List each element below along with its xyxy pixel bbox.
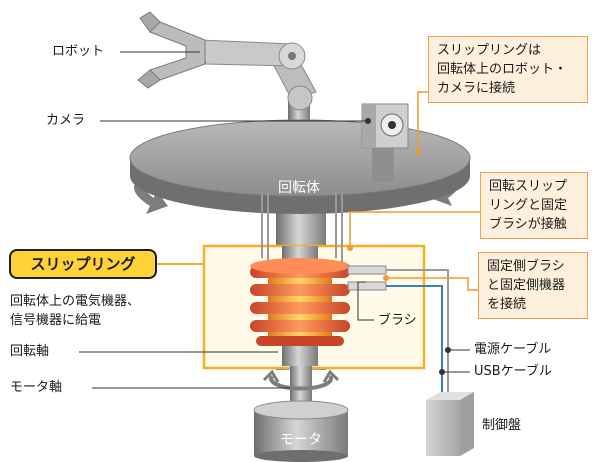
label-control-panel: 制御盤 [482, 418, 522, 433]
note-line: スリップリングは [437, 43, 542, 58]
camera [361, 103, 409, 182]
leader-lines [79, 51, 470, 389]
slip-ring-description: 回転体上の電気機器、 信号機器に給電 [10, 292, 140, 330]
rotor-disc [129, 119, 471, 214]
label-camera: カメラ [46, 113, 86, 128]
motor [253, 400, 349, 462]
note-line: カメラに接続 [437, 81, 516, 96]
note-line: と固定側機器 [487, 278, 566, 293]
note-connectors [349, 91, 480, 291]
label-motor-shaft: モータ軸 [10, 380, 63, 395]
control-panel [426, 392, 474, 456]
note-line: リングと固定 [489, 198, 568, 213]
note-line: を接続 [487, 297, 527, 312]
label-power-cable: 電源ケーブル [474, 342, 552, 357]
note-ring-brush-contact: 回転スリップ リングと固定 ブラシが接触 [480, 172, 588, 239]
label-brush: ブラシ [378, 313, 417, 328]
connector-dots [347, 149, 421, 281]
description-line: 信号機器に給電 [10, 313, 102, 328]
note-line: 回転体上のロボット・ [437, 62, 568, 77]
label-motor: モータ [280, 432, 322, 448]
description-line: 回転体上の電気機器、 [10, 294, 141, 309]
note-slip-ring-connects: スリップリングは 回転体上のロボット・ カメラに接続 [428, 36, 588, 103]
slip-rings [250, 258, 350, 346]
cables [386, 269, 449, 396]
note-line: ブラシが接触 [489, 217, 567, 232]
label-rotor: 回転体 [278, 180, 320, 196]
label-usb-cable: USBケーブル [474, 364, 552, 379]
note-line: 回転スリップ [489, 179, 568, 194]
note-brush-device-connect: 固定側ブラシ と固定側機器 を接続 [478, 252, 588, 319]
label-robot: ロボット [52, 44, 105, 59]
leader-dots [365, 118, 451, 375]
label-rotation-shaft: 回転軸 [10, 344, 50, 359]
curved-double-arrow-icon [262, 369, 340, 391]
robot-arm [137, 11, 317, 150]
slip-ring-badge: スリップリング [9, 249, 157, 279]
note-line: 固定側ブラシ [487, 259, 565, 274]
rotor-wires [261, 192, 343, 262]
